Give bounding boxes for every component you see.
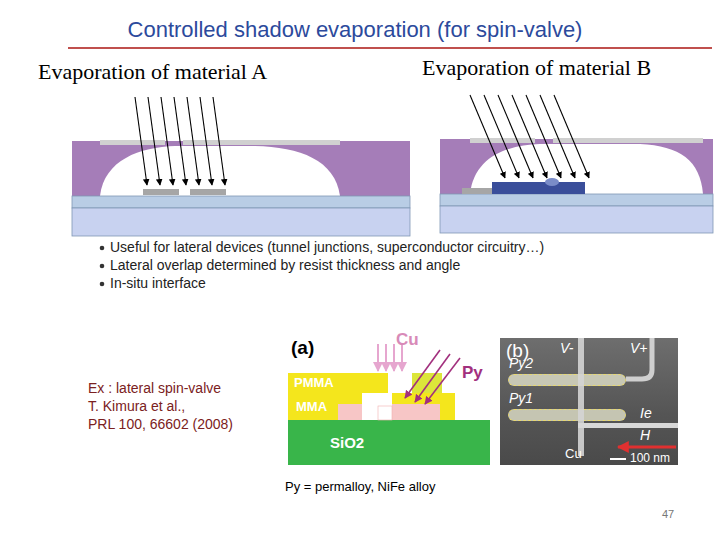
terminal-label: V+ bbox=[630, 340, 648, 356]
flux-arrow bbox=[425, 358, 460, 404]
step-heading: Evaporation of material B bbox=[422, 55, 651, 81]
node-label: PMMA bbox=[294, 373, 334, 393]
ferromagnet-strip: Py1 bbox=[508, 409, 626, 421]
node-label: SiO2 bbox=[330, 420, 364, 465]
flux-arrow bbox=[213, 97, 225, 185]
bullet-text: Lateral overlap determined by resist thi… bbox=[110, 257, 460, 273]
mma-undercut bbox=[362, 393, 392, 420]
bullet-text: Useful for lateral devices (tunnel junct… bbox=[110, 239, 544, 255]
scale-bar bbox=[610, 458, 626, 460]
material-label: Cu bbox=[396, 330, 419, 350]
reference-note: Ex : lateral spin-valve bbox=[88, 380, 221, 396]
deposit-bump bbox=[545, 178, 559, 186]
flux-arrow bbox=[174, 97, 186, 185]
figure-caption: Py = permalloy, NiFe alloy bbox=[285, 479, 435, 494]
flux-arrow bbox=[498, 95, 533, 178]
title-rule bbox=[68, 47, 712, 49]
flux-arrow bbox=[526, 95, 561, 178]
substrate-layer bbox=[440, 194, 713, 206]
bullet-text: In-situ interface bbox=[110, 275, 206, 291]
flux-arrow bbox=[484, 95, 519, 178]
substrate-layer bbox=[72, 196, 410, 208]
flux-arrow bbox=[187, 97, 199, 185]
flux-arrow bbox=[377, 344, 379, 371]
reference-note: T. Kimura et al., bbox=[88, 398, 185, 414]
deposit-a bbox=[190, 189, 226, 195]
flux-arrow bbox=[200, 97, 212, 185]
voltage-lead bbox=[626, 338, 652, 379]
reference-note: PRL 100, 66602 (2008) bbox=[88, 416, 233, 432]
resist-layer bbox=[72, 141, 410, 196]
step-heading: Evaporation of material A bbox=[38, 59, 267, 85]
flux-arrow bbox=[540, 95, 575, 178]
current-lead bbox=[578, 423, 678, 428]
bullet-dot bbox=[100, 282, 105, 287]
bullet-dot bbox=[100, 246, 105, 251]
bullet-dot bbox=[100, 264, 105, 269]
slide-title: Controlled shadow evaporation (for spin-… bbox=[0, 17, 710, 43]
flux-arrow bbox=[393, 344, 395, 371]
flux-arrow bbox=[470, 95, 505, 178]
py-flux bbox=[405, 350, 460, 404]
material-label: Cu bbox=[565, 446, 582, 461]
deposit-a bbox=[462, 188, 492, 194]
terminal-label: V- bbox=[560, 340, 573, 356]
flux-arrow bbox=[512, 95, 547, 178]
substrate-band: SiO2 bbox=[288, 420, 490, 465]
flux-arrow bbox=[148, 97, 160, 185]
flux-arrow bbox=[385, 344, 387, 371]
field-label: H bbox=[640, 427, 650, 443]
resist-undercut bbox=[100, 146, 340, 196]
flux-arrow bbox=[161, 97, 173, 185]
cu-wire bbox=[578, 338, 584, 456]
node-label: Py1 bbox=[509, 390, 533, 406]
current-label: Ie bbox=[640, 405, 652, 421]
resist-bridge bbox=[100, 140, 165, 145]
flux-arrow bbox=[135, 97, 147, 185]
cu-deposit bbox=[378, 406, 392, 420]
substrate-base bbox=[440, 206, 713, 233]
py-deposit bbox=[392, 404, 440, 420]
node-label: Py2 bbox=[509, 355, 533, 371]
material-label: Py bbox=[462, 363, 483, 383]
substrate-base bbox=[72, 208, 410, 236]
resist-undercut bbox=[470, 144, 703, 194]
resist-bridge bbox=[553, 138, 703, 143]
flux-arrow bbox=[554, 95, 589, 178]
node-label: MMA bbox=[296, 393, 327, 420]
scale-label: 100 nm bbox=[630, 451, 670, 465]
evaporation-arrows bbox=[135, 97, 225, 185]
resist-band: PMMA bbox=[288, 373, 388, 393]
ferromagnet-strip: Py2 bbox=[508, 374, 626, 386]
deposit-a bbox=[143, 189, 179, 195]
deposit-b bbox=[492, 182, 585, 194]
page-number: 47 bbox=[662, 508, 674, 520]
evaporation-arrows bbox=[470, 95, 589, 178]
node-label: (a) bbox=[291, 337, 314, 359]
field-arrow bbox=[618, 446, 676, 449]
py-deposit bbox=[338, 404, 362, 420]
